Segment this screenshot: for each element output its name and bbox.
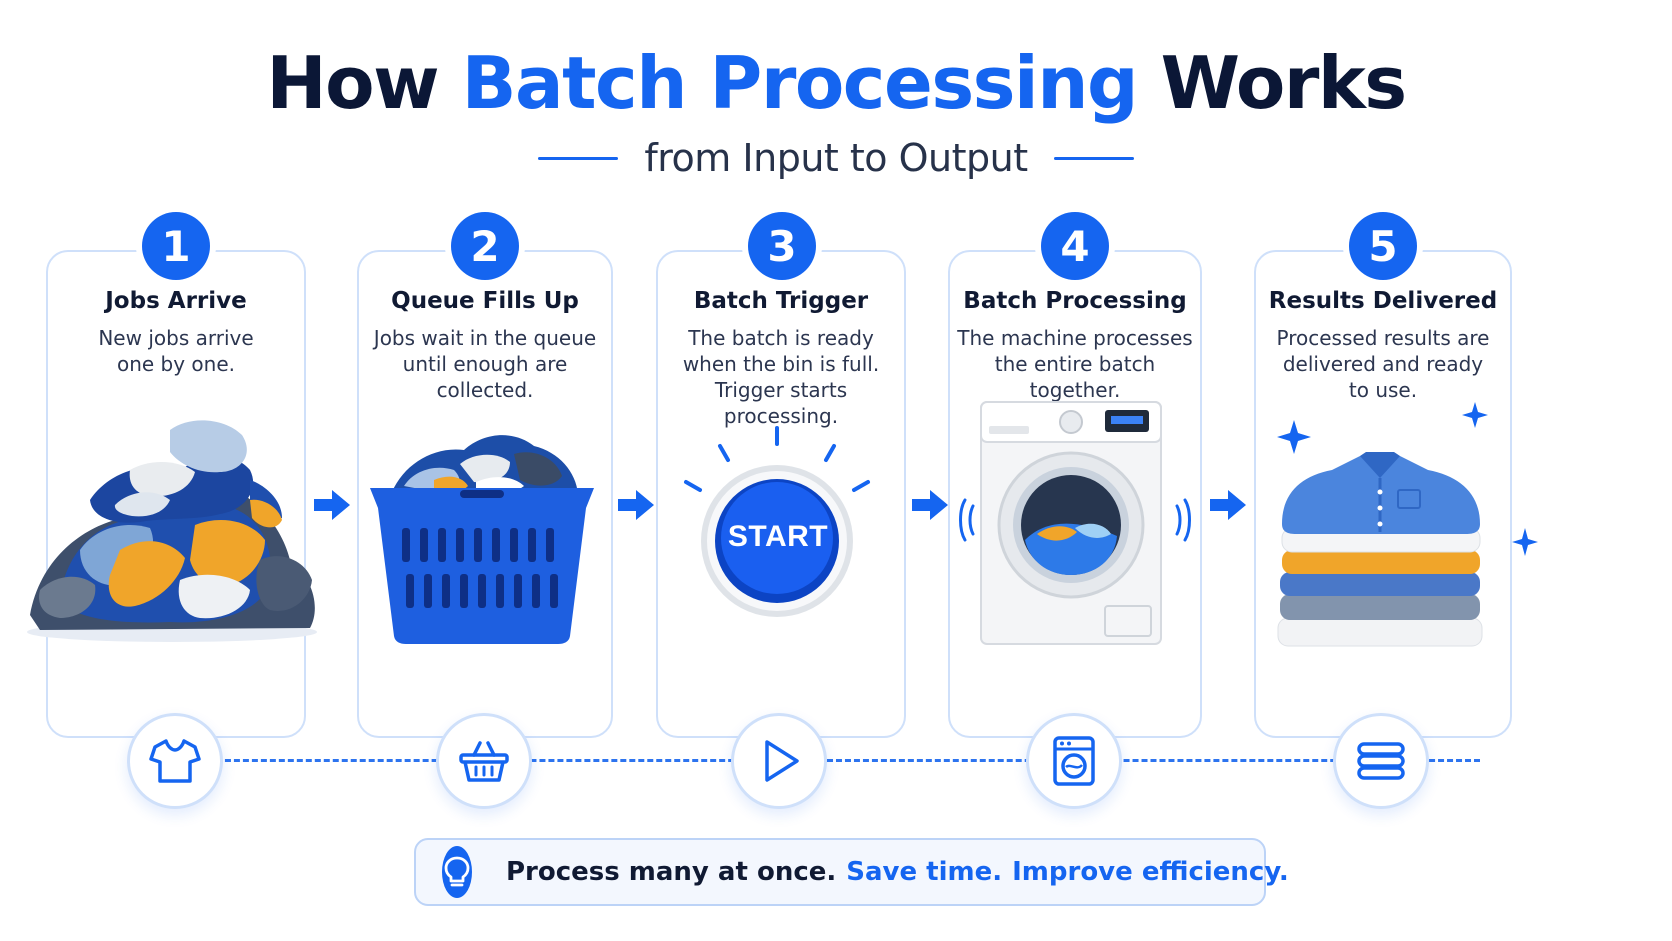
step-title-4: Batch Processing <box>963 288 1187 314</box>
subtitle: from Input to Output <box>644 136 1028 180</box>
banner-text-3: Improve efficiency. <box>1012 857 1289 887</box>
step-title-2: Queue Fills Up <box>391 288 579 314</box>
description-line: together. <box>1029 378 1121 402</box>
basket-icon <box>459 741 509 782</box>
arrow-right-icon <box>618 490 654 520</box>
step-title-5: Results Delivered <box>1268 288 1498 314</box>
washing-machine-icon <box>1053 736 1095 786</box>
step-description-1: New jobs arrive one by one. <box>46 325 306 377</box>
step-title-3: Batch Trigger <box>693 288 869 314</box>
banner-text-1: Process many at once. <box>506 857 837 887</box>
arrow-right-icon <box>912 490 948 520</box>
description-line: processing. <box>723 404 839 428</box>
description-line: the entire batch <box>994 352 1156 376</box>
banner-text-2: Save time. <box>846 857 1003 887</box>
banner-text: Process many at once. Save time. Improve e… <box>506 857 1289 887</box>
step-number-4: 4 <box>1041 212 1109 280</box>
description-line: collected. <box>436 378 534 402</box>
timeline-connector <box>180 759 1480 762</box>
step-number-3: 3 <box>748 212 816 280</box>
step-description-3: The batch is ready when the bin is full.… <box>656 325 906 429</box>
description-line: New jobs arrive <box>98 326 254 350</box>
folded-shirts-illustration <box>1277 402 1538 647</box>
summary-banner: Process many at once. Save time. Improve e… <box>414 838 1289 906</box>
title-accent: Batch Processing <box>461 41 1139 125</box>
step-icon-3 <box>731 713 827 809</box>
step-number-2: 2 <box>451 212 519 280</box>
description-line: to use. <box>1348 378 1418 402</box>
play-icon <box>765 740 799 782</box>
washing-machine-illustration <box>959 401 1191 645</box>
step-icon-1 <box>127 713 223 809</box>
start-button-label: START <box>727 520 829 553</box>
step-title-1: Jobs Arrive <box>105 288 247 314</box>
folded-clothes-icon <box>1357 742 1405 780</box>
title-part-1: How <box>266 41 462 125</box>
description-line: delivered and ready <box>1282 352 1484 376</box>
description-line: when the bin is full. <box>682 352 880 376</box>
step-icon-4 <box>1026 713 1122 809</box>
step-icon-2 <box>436 713 532 809</box>
page-title: How Batch Processing Works <box>0 38 1672 128</box>
tshirt-icon <box>149 739 201 783</box>
description-line: until enough are <box>402 352 568 376</box>
step-number-5: 5 <box>1349 212 1417 280</box>
step-description-4: The machine processes the entire batch t… <box>948 325 1202 403</box>
subtitle-line-right <box>1053 156 1134 160</box>
laundry-pile-illustration <box>27 420 317 642</box>
description-line: The machine processes <box>957 326 1193 350</box>
description-line: one by one. <box>116 352 236 376</box>
arrow-right-icon <box>314 490 350 520</box>
description-line: The batch is ready <box>688 326 874 350</box>
laundry-basket-illustration <box>370 435 594 644</box>
arrow-right-icon <box>1210 490 1246 520</box>
description-line: Trigger starts <box>714 378 848 402</box>
step-description-5: Processed results are delivered and read… <box>1254 325 1512 403</box>
subtitle-line-left <box>538 156 619 160</box>
start-button-illustration <box>684 426 870 617</box>
step-icon-5 <box>1333 713 1429 809</box>
banner-icon-badge <box>442 846 472 898</box>
description-line: Processed results are <box>1276 326 1490 350</box>
step-number-1: 1 <box>142 212 210 280</box>
step-description-2: Jobs wait in the queue until enough are … <box>357 325 613 403</box>
subtitle-row: from Input to Output <box>0 136 1672 180</box>
lightbulb-icon <box>444 856 470 887</box>
description-line: Jobs wait in the queue <box>373 326 597 350</box>
title-part-2: Works <box>1137 41 1408 125</box>
